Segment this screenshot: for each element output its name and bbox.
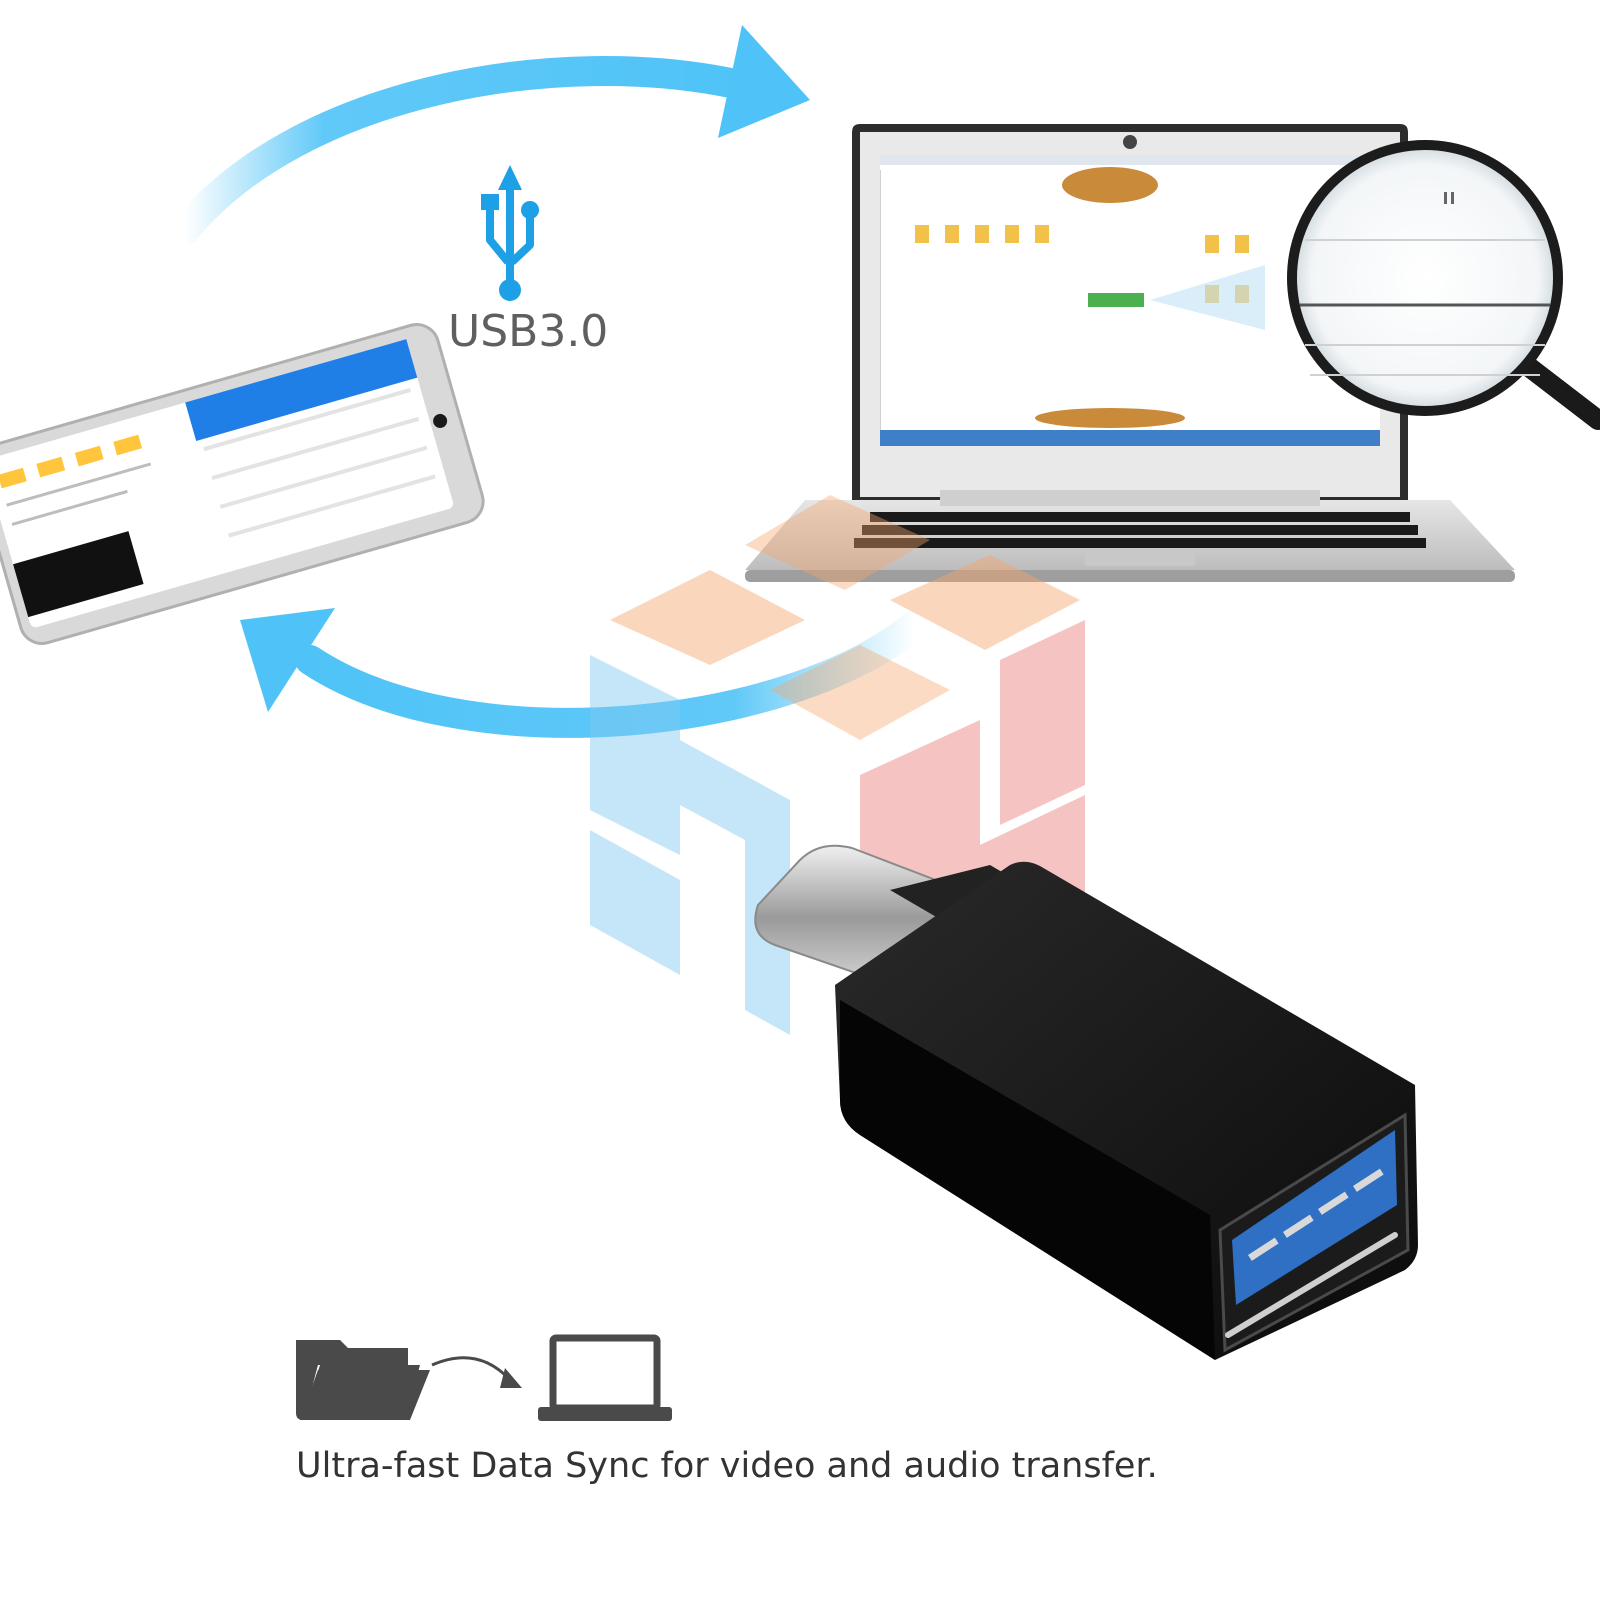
usb-version-label: USB3.0 [448, 306, 609, 357]
caption-text: Ultra-fast Data Sync for video and audio… [296, 1446, 1158, 1486]
watermark-logo [590, 495, 1085, 1035]
usb-port-tongue [1232, 1130, 1397, 1305]
smartphone [0, 323, 485, 645]
laptop-icon [538, 1334, 672, 1421]
usb-c-adapter [754, 844, 1418, 1360]
phone-app-header [185, 339, 418, 441]
bottom-transfer-arrow [240, 608, 930, 738]
folder-icon [296, 1340, 430, 1420]
laptop [745, 124, 1515, 582]
curved-arrow-icon [431, 1356, 522, 1388]
magnifier-icon [1287, 140, 1600, 430]
usb-icon [481, 165, 539, 301]
keyboard [854, 512, 1426, 548]
top-transfer-arrow [170, 25, 810, 245]
